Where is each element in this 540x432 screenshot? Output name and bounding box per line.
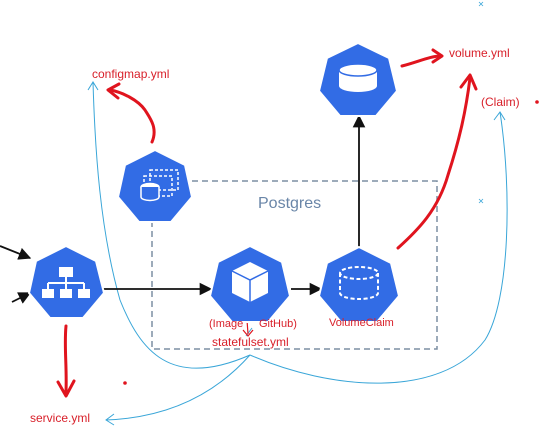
dashed-cylinder-icon bbox=[339, 266, 379, 300]
volumeclaim-node[interactable] bbox=[317, 245, 401, 323]
mark-mid-right bbox=[478, 198, 484, 204]
cube-icon bbox=[231, 262, 269, 302]
red-curve-configmap bbox=[108, 88, 156, 144]
blue-curve-service bbox=[105, 354, 251, 421]
volume-node[interactable] bbox=[317, 41, 399, 117]
service-node[interactable] bbox=[27, 244, 106, 319]
arrow-incoming-top bbox=[0, 245, 32, 260]
blue-arrowhead-service bbox=[105, 413, 115, 426]
blue-arrowhead-claim bbox=[493, 111, 506, 121]
statefulset-label: statefulset.yml bbox=[212, 335, 289, 349]
red-curve-volume bbox=[400, 54, 443, 68]
configmap-icon bbox=[140, 169, 179, 202]
hierarchy-icon bbox=[42, 267, 90, 298]
cylinder-icon bbox=[338, 63, 378, 92]
blue-arrowhead-configmap bbox=[87, 81, 99, 91]
red-curve-volumeclaim-to-volume bbox=[396, 76, 472, 250]
blue-marks bbox=[478, 1, 484, 204]
statefulset-node[interactable] bbox=[208, 244, 292, 323]
mark-top-right bbox=[478, 1, 484, 7]
postgres-group-boundary bbox=[151, 180, 438, 350]
volume-label: volume.yml bbox=[449, 46, 510, 60]
service-label: service.yml bbox=[30, 411, 90, 425]
image-label: (Image bbox=[209, 318, 243, 330]
red-dot-claim bbox=[535, 100, 539, 104]
postgres-group-label: Postgres bbox=[258, 195, 321, 212]
volumeclaim-node-heptagon bbox=[317, 245, 401, 323]
configmap-node[interactable] bbox=[116, 148, 194, 223]
connectors bbox=[0, 114, 366, 304]
configmap-label: configmap.yml bbox=[92, 67, 169, 81]
red-arrowhead-volume bbox=[431, 48, 444, 64]
claim-label: (Claim) bbox=[481, 95, 520, 109]
red-curve-service bbox=[63, 324, 68, 394]
red-arrowhead-configmap bbox=[106, 82, 121, 100]
red-annotations bbox=[56, 48, 478, 398]
github-label: GitHub) bbox=[259, 318, 297, 330]
arrow-incoming-bottom bbox=[11, 292, 32, 304]
red-dot-service bbox=[123, 381, 127, 385]
red-arrowhead-service bbox=[56, 379, 76, 398]
volumeclaim-label: VolumeClaim bbox=[329, 317, 394, 329]
blue-annotations bbox=[87, 81, 508, 426]
blue-curve-claim bbox=[249, 111, 508, 384]
blue-curve-configmap bbox=[92, 81, 251, 369]
red-arrowhead-volumeclaim-to-volume bbox=[459, 73, 478, 91]
